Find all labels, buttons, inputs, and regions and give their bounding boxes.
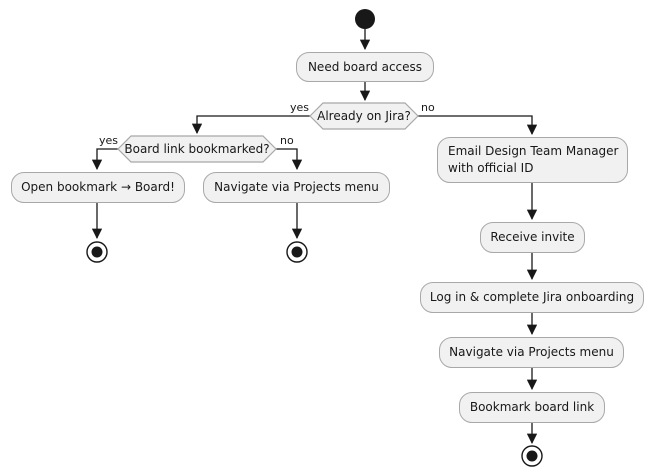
edge-board-bookmarked-no — [276, 148, 303, 171]
decision-already-on-jira-shape — [309, 102, 419, 130]
edge-already-on-jira-yes — [191, 115, 310, 135]
end-node-icon-left — [86, 241, 108, 263]
activity-receive-invite: Receive invite — [480, 222, 585, 253]
end-node-icon-right — [521, 445, 543, 467]
decision-board-link-bookmarked-shape — [117, 135, 277, 163]
activity-email-design-team-manager: Email Design Team Manager with official … — [437, 137, 628, 183]
activity-bookmark-board-link: Bookmark board link — [459, 392, 605, 423]
start-node-icon — [355, 9, 375, 29]
label-no-board-bookmarked: no — [280, 134, 294, 147]
activity-email-line2: with official ID — [448, 161, 534, 175]
label-no-already-on-jira: no — [421, 101, 435, 114]
label-yes-board-bookmarked: yes — [98, 134, 118, 147]
activity-email-line1: Email Design Team Manager — [448, 144, 619, 158]
activity-login-complete-onboarding: Log in & complete Jira onboarding — [420, 282, 644, 313]
activity-navigate-projects-menu-left: Navigate via Projects menu — [203, 172, 390, 203]
edge-already-on-jira-no — [418, 115, 538, 136]
end-node-icon-middle — [286, 241, 308, 263]
label-yes-already-on-jira: yes — [289, 101, 309, 114]
activity-need-board-access: Need board access — [296, 52, 434, 82]
edge-board-bookmarked-yes — [91, 148, 118, 171]
activity-navigate-projects-menu-right: Navigate via Projects menu — [439, 337, 624, 368]
activity-open-bookmark-board: Open bookmark → Board! — [11, 172, 185, 203]
